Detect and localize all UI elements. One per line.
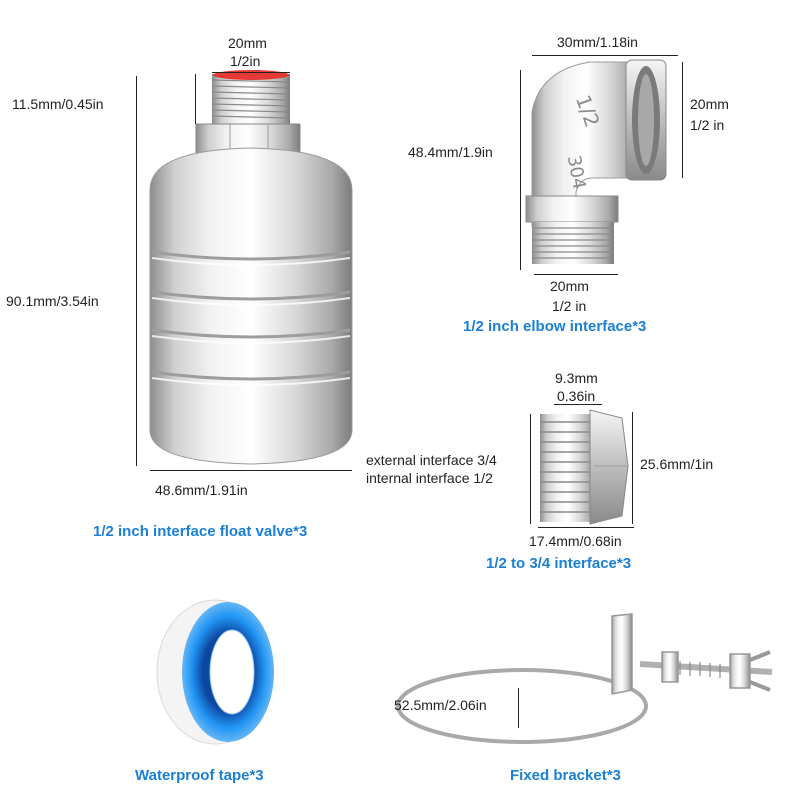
bracket-image <box>396 613 773 744</box>
reducer-image <box>540 409 629 525</box>
reducer-internal-label: internal interface 1/2 <box>366 470 493 486</box>
valve-top-thread-label: 1/2in <box>230 53 261 69</box>
elbow-caption: 1/2 inch elbow interface*3 <box>463 318 647 335</box>
reducer-top-size-in-label: 0.36in <box>557 388 596 404</box>
bracket-width-label: 52.5mm/2.06in <box>394 697 487 713</box>
valve-thread-height-line <box>195 74 196 124</box>
reducer-bottom-width-line <box>538 527 634 528</box>
bracket-caption: Fixed bracket*3 <box>510 767 621 784</box>
tape-caption: Waterproof tape*3 <box>135 767 264 784</box>
elbow-right-size-label: 20mm <box>690 96 729 112</box>
reducer-height-label: 25.6mm/1in <box>640 456 714 472</box>
reducer-top-width-line <box>554 404 602 405</box>
valve-top-width-line <box>212 72 290 73</box>
reducer-external-label: external interface 3/4 <box>366 452 497 468</box>
valve-caption: 1/2 inch interface float valve*3 <box>93 523 308 540</box>
elbow-right-height-line <box>682 62 683 178</box>
reducer-height-line <box>632 412 633 524</box>
valve-body-width-line <box>150 470 352 471</box>
valve-body-height-label: 90.1mm/3.54in <box>6 293 99 309</box>
elbow-bottom-width-line <box>534 274 618 275</box>
reducer-bottom-size-label: 17.4mm/0.68in <box>529 533 622 549</box>
valve-top-width-label: 20mm <box>228 35 267 51</box>
elbow-top-width-label: 30mm/1.18in <box>557 34 638 50</box>
float-valve-image <box>149 70 353 465</box>
reducer-left-line <box>530 414 531 524</box>
elbow-right-thread-label: 1/2 in <box>690 117 725 133</box>
elbow-height-label: 48.4mm/1.9in <box>408 144 493 160</box>
bracket-width-line <box>518 688 519 728</box>
valve-thread-height-label: 11.5mm/0.45in <box>12 96 104 112</box>
elbow-bottom-thread-label: 1/2 in <box>552 298 587 314</box>
valve-body-height-line <box>136 76 137 466</box>
tape-image <box>156 599 274 745</box>
elbow-image: 1/2 304 <box>525 59 667 264</box>
reducer-top-size-label: 9.3mm <box>555 370 598 386</box>
elbow-height-line <box>520 70 521 270</box>
valve-body-width-label: 48.6mm/1.91in <box>155 482 248 498</box>
reducer-caption: 1/2 to 3/4 interface*3 <box>486 555 632 572</box>
elbow-top-width-line <box>532 55 678 56</box>
elbow-bottom-size-label: 20mm <box>550 278 589 294</box>
